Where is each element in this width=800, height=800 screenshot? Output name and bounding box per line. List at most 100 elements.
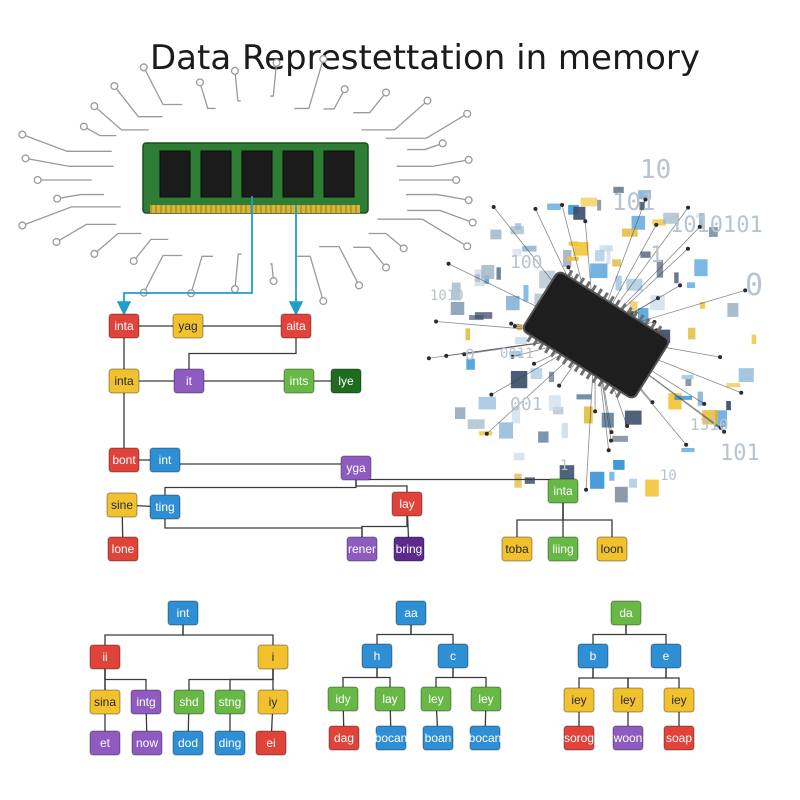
circuit-trace xyxy=(407,142,443,151)
circuit-pad xyxy=(533,206,538,211)
node-label: ting xyxy=(155,500,174,514)
circuit-trace xyxy=(270,62,278,97)
node-box xyxy=(130,689,162,715)
node-v4: iey xyxy=(563,687,595,713)
node-label: lye xyxy=(338,374,354,388)
node-label: bring xyxy=(396,542,423,556)
binary-label: 1 xyxy=(560,458,568,474)
circuit-block xyxy=(656,259,664,278)
node-u1: aa xyxy=(395,600,427,626)
node-u6: ley xyxy=(420,686,452,712)
node-box xyxy=(610,600,642,626)
node-label: it xyxy=(186,374,193,388)
node-n18: toba xyxy=(501,536,533,562)
circuit-block xyxy=(738,368,754,383)
circuit-block xyxy=(510,226,525,235)
node-v6: iey xyxy=(663,687,695,713)
circuit-block xyxy=(652,219,666,226)
circuit-block xyxy=(496,267,501,280)
circuit-block xyxy=(466,358,475,370)
circuit-pad xyxy=(532,361,537,366)
node-label: inta xyxy=(114,374,134,388)
binary-label: 100 xyxy=(510,252,543,273)
binary-label: 0011 xyxy=(500,346,534,362)
node-u11: bocan xyxy=(469,725,501,751)
node-n20: loon xyxy=(596,536,628,562)
circuit-pad xyxy=(33,175,42,185)
binary-label: 10 xyxy=(660,468,677,484)
circuit-pad xyxy=(426,356,431,361)
circuit-block xyxy=(465,328,470,341)
node-n16: rener xyxy=(346,536,378,562)
binary-label: 1010101 xyxy=(670,213,763,238)
circuit-block xyxy=(590,263,608,279)
circuit-pad xyxy=(584,487,589,492)
node-box xyxy=(612,687,644,713)
circuit-block xyxy=(561,423,568,439)
circuit-pad xyxy=(718,355,723,360)
node-box xyxy=(393,536,425,562)
node-box xyxy=(328,725,360,751)
node-label: soap xyxy=(666,731,692,745)
binary-label: 101 xyxy=(612,188,655,216)
node-t11: dod xyxy=(172,730,204,756)
node-box xyxy=(149,447,181,473)
node-n3: aita xyxy=(280,313,312,339)
circuit-block xyxy=(512,248,522,257)
node-label: bont xyxy=(112,453,136,467)
node-label: et xyxy=(100,736,111,750)
circuit-block xyxy=(576,394,592,400)
circuit-pad xyxy=(139,63,148,72)
circuit-block xyxy=(681,448,695,453)
node-box xyxy=(469,725,501,751)
node-box xyxy=(214,689,246,715)
circuit-block xyxy=(615,275,622,291)
node-u2: h xyxy=(361,643,393,669)
circuit-trace xyxy=(133,238,169,262)
circuit-pad xyxy=(79,122,88,131)
circuit-pad xyxy=(444,353,449,358)
circuit-pad xyxy=(463,242,472,251)
circuit-trace xyxy=(353,246,387,268)
circuit-block xyxy=(708,227,718,237)
circuit-block xyxy=(514,473,522,488)
circuit-block xyxy=(631,215,646,230)
node-v1: da xyxy=(610,600,642,626)
circuit-block xyxy=(702,410,718,425)
node-u3: c xyxy=(437,643,469,669)
circuit-pad xyxy=(491,204,496,209)
node-v8: woon xyxy=(612,725,644,751)
node-box xyxy=(173,689,205,715)
circuit-block xyxy=(573,241,589,256)
node-box xyxy=(374,686,406,712)
edge-n10-n12 xyxy=(164,468,357,507)
binary-label: 0 xyxy=(745,268,763,303)
node-label: aa xyxy=(404,606,418,620)
node-box xyxy=(108,313,140,339)
cpu-chip-icon xyxy=(522,269,670,399)
node-label: dag xyxy=(334,731,354,745)
circuit-trace xyxy=(93,232,142,255)
node-v7: sorog xyxy=(563,725,595,751)
node-box xyxy=(214,730,246,756)
circuit-pad xyxy=(609,430,614,435)
circuit-block xyxy=(726,400,731,411)
circuit-block xyxy=(524,477,535,484)
circuit-traces xyxy=(18,54,477,306)
circuit-trace xyxy=(368,232,405,249)
node-box xyxy=(547,478,579,504)
circuit-block xyxy=(674,272,679,284)
node-label: ii xyxy=(102,650,107,664)
binary-label: 1010 xyxy=(430,288,464,304)
binary-label: 1310 xyxy=(690,415,729,434)
node-n6: ints xyxy=(283,368,315,394)
circuit-block xyxy=(640,251,651,258)
circuit-pad xyxy=(434,319,439,324)
circuit-block xyxy=(566,256,579,261)
circuit-block xyxy=(650,295,665,311)
node-box xyxy=(255,730,287,756)
node-n4: inta xyxy=(108,368,140,394)
ram-chip-icon xyxy=(142,142,369,214)
circuit-trace xyxy=(270,263,275,282)
circuit-pad xyxy=(509,321,514,326)
